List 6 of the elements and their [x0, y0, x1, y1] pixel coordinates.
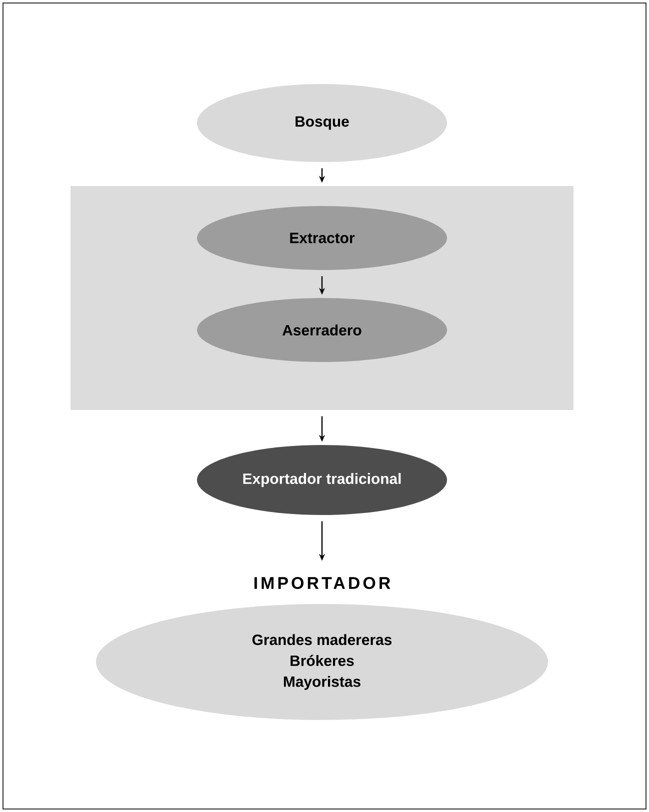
- ellipse-node: Grandes madereras Brókeres Mayoristas: [96, 604, 548, 720]
- ellipse-node: Bosque: [197, 84, 447, 162]
- ellipse-node: Extractor: [197, 206, 447, 270]
- ellipse-node: Exportador tradicional: [197, 445, 447, 515]
- ellipse-node: Aserradero: [197, 298, 447, 362]
- heading: IMPORTADOR: [254, 577, 390, 589]
